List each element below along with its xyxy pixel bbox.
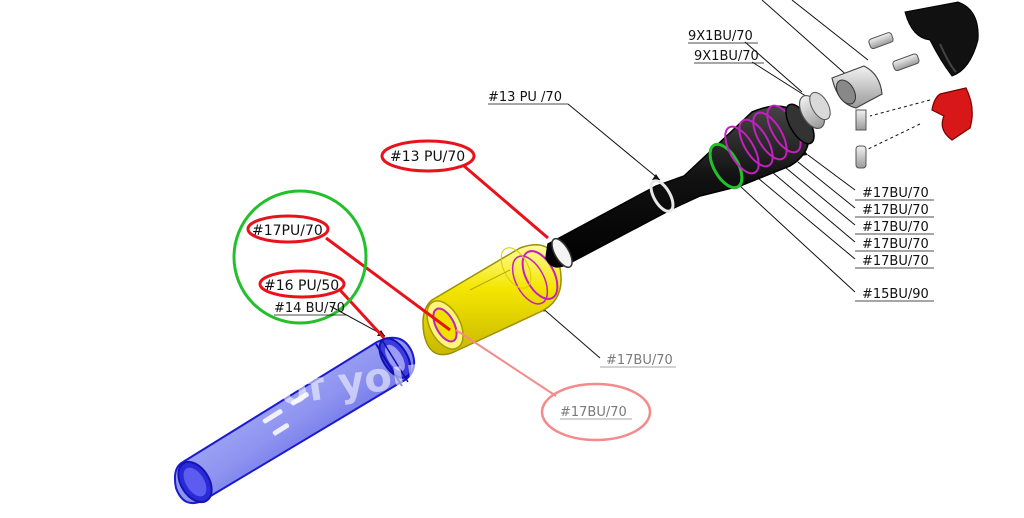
leader-line-top-part [761,0,851,79]
label-bu17-row2: #17BU/70 [862,203,929,218]
screw-lower [892,53,920,72]
green-circle [232,189,368,325]
red-ellipse-pu17 [246,214,330,244]
label-bu17-gray: #17BU/70 [606,353,673,368]
red-annotations [246,139,549,340]
leader-line-bu17-3 [785,167,856,226]
screw-upper [868,32,894,50]
label-9x1bu-b: 9X1BU/70 [694,49,759,64]
axis-line-knob [869,99,931,117]
leader-line-bu17-1 [807,154,856,191]
blue-tube-part: of you [173,336,423,504]
leader-lines [329,0,931,359]
pink-line-bu17 [455,329,557,397]
leader-line-bu17-4 [771,171,856,243]
red-ellipse-pu16 [258,269,346,299]
label-bu17-row3: #17BU/70 [862,220,929,235]
label-bu15: #15BU/90 [862,287,929,302]
label-pu17-green: #17PU/70 [252,223,323,239]
label-bu17-row4: #17BU/70 [862,237,929,252]
label-pu13-black: #13 PU /70 [488,90,562,105]
pin-part [855,109,867,169]
leader-line-9x1-b [751,61,813,101]
red-line-pu17 [325,236,451,332]
watermark-text: of you [277,350,423,415]
axis-line-pin [861,123,921,153]
leader-line-pu13 [567,103,661,181]
label-bu17-pink: #17BU/70 [560,405,627,420]
leader-line-bu17-5 [757,177,856,260]
label-9x1bu-a: 9X1BU/70 [688,29,753,44]
leader-line-bu17-gray [539,305,601,359]
red-line-pu13 [463,164,549,240]
black-handle-part [904,1,979,77]
label-bu14: #14 BU/70 [274,301,345,316]
red-ellipse-pu13 [380,139,476,173]
label-pu16-green: #16 PU/50 [264,278,339,294]
leader-line-bu15 [739,185,856,293]
label-pu13-red: #13 PU/70 [390,149,465,165]
leader-line-9x1-a [744,41,803,93]
label-bu17-row5: #17BU/70 [862,254,929,269]
red-line-pu16 [338,288,386,340]
pink-ellipse-bu17 [540,382,652,442]
black-body-part [545,103,815,269]
part-labels: 9X1BU/70 9X1BU/70 #13 PU /70 #13 PU/70 #… [252,29,934,420]
label-bu17-row1: #17BU/70 [862,186,929,201]
yellow-sleeve-part [422,244,562,356]
leader-line-bu17-2 [797,161,856,209]
red-knob-part [931,87,973,141]
pink-annotation [455,329,652,442]
leader-line-top-part-2 [791,0,869,61]
front-cap-part [798,65,883,129]
